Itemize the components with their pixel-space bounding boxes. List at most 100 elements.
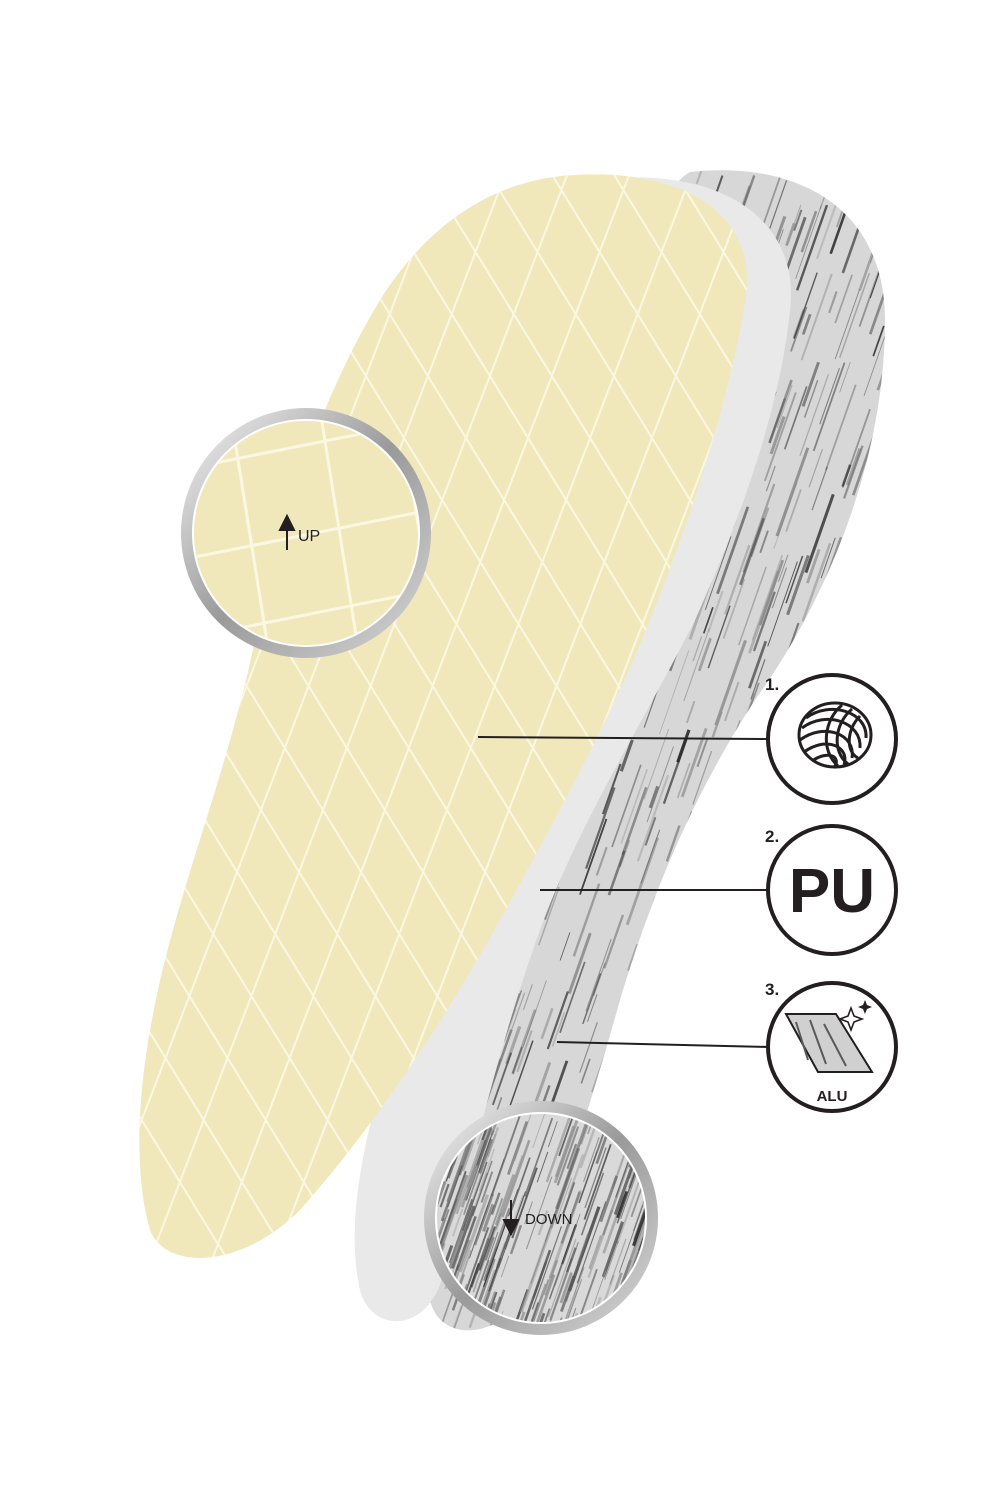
foil-streak bbox=[864, 586, 885, 658]
foil-streak bbox=[523, 980, 547, 1047]
foil-streak bbox=[553, 1114, 582, 1184]
foil-streak bbox=[586, 993, 598, 1022]
foil-streak bbox=[468, 1296, 502, 1322]
foil-streak bbox=[751, 554, 784, 641]
foil-streak bbox=[795, 204, 829, 291]
foil-streak bbox=[767, 561, 798, 647]
foil-streak bbox=[654, 1153, 677, 1212]
foil-streak bbox=[680, 727, 708, 798]
foil-streak bbox=[795, 1328, 821, 1331]
foil-streak bbox=[793, 272, 818, 340]
foil-streak bbox=[712, 928, 727, 964]
foil-streak bbox=[463, 1171, 480, 1213]
wool-icon bbox=[797, 701, 873, 769]
foil-streak bbox=[660, 938, 681, 996]
foil-streak bbox=[801, 380, 814, 407]
foil-streak bbox=[494, 1173, 516, 1226]
foil-streak bbox=[877, 1166, 885, 1188]
foil-streak bbox=[728, 916, 749, 970]
foil-streak bbox=[517, 1249, 552, 1322]
foil-streak bbox=[483, 1224, 507, 1288]
foil-streak bbox=[548, 1241, 579, 1322]
foil-streak bbox=[554, 1177, 573, 1225]
foil-streak bbox=[812, 1219, 838, 1284]
wool-grid-line bbox=[139, 174, 439, 1258]
foil-streak bbox=[486, 1127, 500, 1157]
foil-streak bbox=[785, 1324, 814, 1331]
foil-streak bbox=[595, 846, 608, 876]
foil-streak bbox=[732, 1255, 746, 1290]
foil-streak bbox=[579, 1126, 597, 1169]
foil-streak bbox=[665, 1276, 685, 1327]
foil-streak bbox=[475, 1225, 495, 1275]
foil-streak bbox=[716, 506, 750, 595]
foil-streak bbox=[670, 1326, 696, 1331]
foil-streak bbox=[749, 1243, 774, 1308]
foil-streak bbox=[514, 1331, 528, 1371]
foil-streak bbox=[524, 1117, 554, 1197]
foil-streak bbox=[476, 1327, 498, 1389]
foil-streak bbox=[621, 1071, 647, 1141]
up-label: UP bbox=[298, 528, 320, 545]
foil-streak bbox=[469, 1325, 491, 1388]
wool-grid-line bbox=[567, 174, 748, 1258]
foil-streak bbox=[730, 868, 746, 910]
foil-streak bbox=[625, 1329, 637, 1363]
foil-streak bbox=[841, 464, 852, 487]
foil-streak bbox=[676, 762, 691, 799]
foil-streak bbox=[880, 411, 885, 461]
foil-streak bbox=[709, 1292, 739, 1331]
foil-streak bbox=[677, 1061, 705, 1132]
foil-streak bbox=[455, 1128, 488, 1215]
foil-streak bbox=[649, 1337, 664, 1380]
foil-streak bbox=[817, 1288, 843, 1331]
foil-streak bbox=[483, 1324, 496, 1361]
foil-streak bbox=[648, 785, 660, 809]
foil-streak bbox=[793, 209, 803, 232]
leader-line-3 bbox=[556, 1041, 771, 1048]
foil-streak bbox=[546, 991, 569, 1050]
foil-streak bbox=[740, 857, 752, 882]
foil-streak bbox=[765, 465, 776, 492]
foil-streak bbox=[633, 1079, 651, 1124]
foil-streak bbox=[697, 1070, 723, 1137]
foil-streak bbox=[792, 1130, 804, 1160]
foil-streak bbox=[490, 1192, 501, 1216]
foil-streak bbox=[538, 886, 560, 946]
foil-streak bbox=[460, 1164, 479, 1208]
foil-streak bbox=[764, 1230, 795, 1314]
foil-streak bbox=[758, 559, 785, 626]
foil-streak bbox=[740, 1323, 762, 1331]
foil-streak bbox=[845, 447, 862, 486]
foil-streak bbox=[454, 1327, 485, 1415]
foil-streak bbox=[726, 1116, 748, 1173]
foil-streak bbox=[609, 1303, 642, 1322]
foil-streak bbox=[835, 1113, 852, 1157]
wool-grid-line bbox=[940, 100, 1000, 1400]
foil-streak bbox=[616, 1190, 628, 1219]
down-callout: DOWN bbox=[424, 1101, 658, 1415]
foil-streak bbox=[743, 941, 758, 976]
foil-streak bbox=[689, 1235, 712, 1294]
foil-streak bbox=[616, 1336, 644, 1416]
foil-streak bbox=[811, 466, 828, 511]
foil-streak bbox=[511, 1046, 523, 1074]
foil-streak bbox=[493, 170, 504, 177]
foil-streak bbox=[759, 530, 769, 554]
foil-streak bbox=[559, 932, 571, 961]
foil-streak bbox=[875, 1263, 885, 1320]
foil-streak bbox=[540, 1007, 554, 1040]
foil-streak bbox=[579, 1022, 598, 1073]
foil-streak bbox=[752, 591, 776, 652]
foil-streak bbox=[806, 1321, 818, 1331]
foil-streak bbox=[683, 627, 710, 702]
foil-streak bbox=[560, 1191, 581, 1244]
foil-streak bbox=[580, 1172, 605, 1236]
foil-streak bbox=[652, 1087, 670, 1129]
foil-streak bbox=[665, 825, 681, 862]
foil-streak bbox=[785, 1224, 813, 1295]
foil-streak bbox=[629, 1278, 645, 1322]
foil-streak bbox=[585, 787, 616, 869]
foil-streak bbox=[587, 1209, 614, 1278]
foil-streak bbox=[703, 975, 716, 1003]
